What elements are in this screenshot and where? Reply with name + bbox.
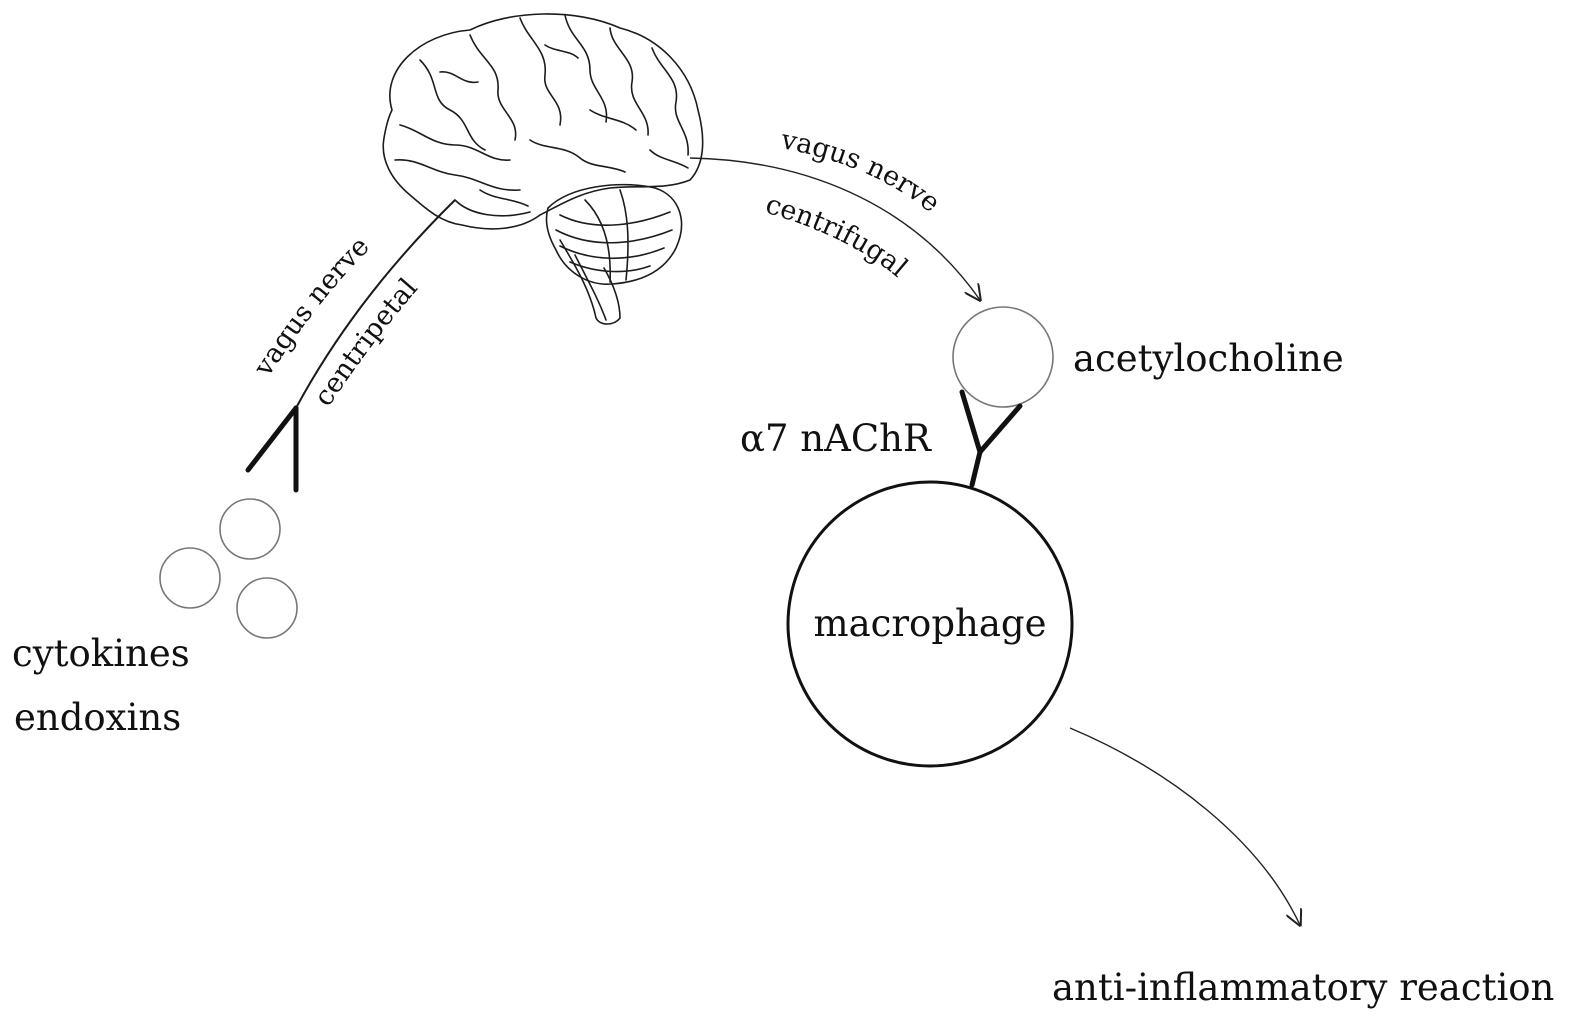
macrophage-label: macrophage xyxy=(814,602,1047,645)
cytokine-circle xyxy=(159,547,221,609)
acetylcholine-circle xyxy=(952,306,1054,408)
acetylcholine-label: acetylocholine xyxy=(1073,337,1344,380)
cytokine-circle xyxy=(236,577,298,639)
outcome-arrow xyxy=(1069,727,1300,925)
afferent-nerve-line xyxy=(295,199,456,409)
efferent-centrifugal-label: centrifugal xyxy=(762,189,913,283)
macrophage-circle xyxy=(786,480,1074,768)
brain-icon xyxy=(382,13,704,325)
outcome-label: anti-inflammatory reaction xyxy=(1052,966,1554,1009)
receptor-y-icon xyxy=(245,405,299,493)
cytokines-label: cytokines xyxy=(12,632,190,675)
receptor-label: α7 nAChR xyxy=(740,417,932,460)
cytokine-circle xyxy=(219,498,281,560)
receptor-y-icon xyxy=(959,389,1023,488)
efferent-nerve-arrow xyxy=(689,157,980,300)
endoxins-label: endoxins xyxy=(14,696,181,739)
